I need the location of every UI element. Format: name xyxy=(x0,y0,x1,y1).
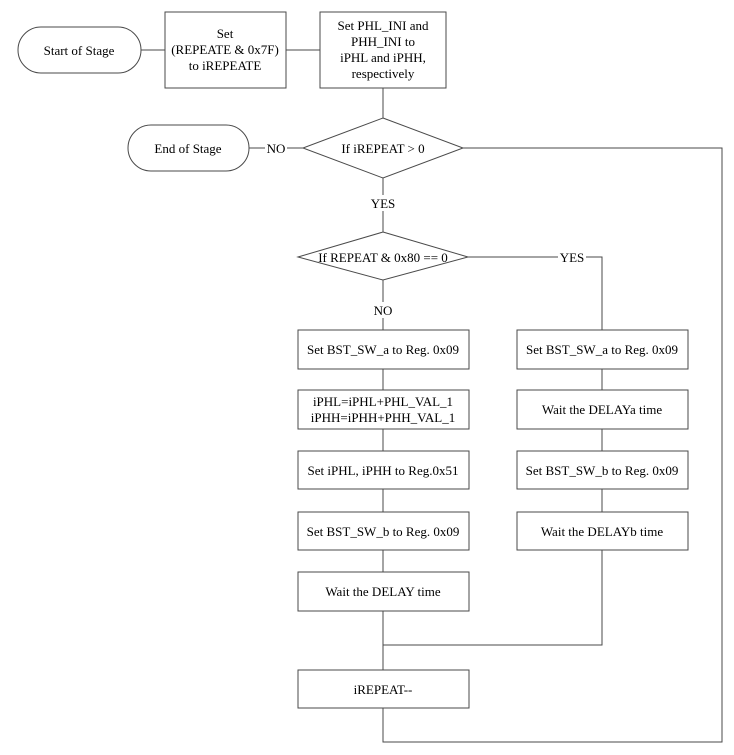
left-increment-line-1: iPHL=iPHL+PHL_VAL_1 xyxy=(313,394,453,409)
set-phl-phh-line-1: Set PHL_INI and xyxy=(338,18,429,33)
label-bg-no-left xyxy=(265,140,287,156)
label-bg-no-down xyxy=(372,302,394,318)
decrement-box xyxy=(297,669,470,709)
right-set-bst-a-box xyxy=(516,329,689,370)
set-irepeate-line-2: (REPEATE & 0x7F) xyxy=(171,42,279,57)
if-repeat-mask-decision xyxy=(296,231,470,281)
edge-label-yes-right: YES xyxy=(560,250,585,265)
set-phl-phh-line-3: iPHL and iPHH, xyxy=(340,50,426,65)
left-wait-label: Wait the DELAY time xyxy=(325,584,441,599)
edge-label-no-down: NO xyxy=(374,303,393,318)
label-bg-yes-down xyxy=(369,195,397,211)
right-set-bst-a-label: Set BST_SW_a to Reg. 0x09 xyxy=(526,342,678,357)
right-wait-a-box xyxy=(516,389,689,430)
edge-mask-yes-right xyxy=(468,256,603,330)
left-set-bst-b-box xyxy=(297,511,470,551)
right-wait-a-label: Wait the DELAYa time xyxy=(542,402,663,417)
edge-loop-back xyxy=(382,147,723,743)
start-label: Start of Stage xyxy=(44,43,115,58)
if-irepeat-decision xyxy=(301,117,465,179)
if-irepeat-label: If iREPEAT > 0 xyxy=(341,141,424,156)
set-phl-phh-line-4: respectively xyxy=(352,66,415,81)
edge-label-yes-down: YES xyxy=(371,196,396,211)
right-set-bst-b-label: Set BST_SW_b to Reg. 0x09 xyxy=(526,463,679,478)
right-wait-b-label: Wait the DELAYb time xyxy=(541,524,664,539)
left-increment-box xyxy=(297,389,470,430)
set-irepeate-line-3: to iREPEATE xyxy=(189,58,262,73)
label-bg-yes-right xyxy=(558,249,586,265)
left-wait-box xyxy=(297,571,470,612)
decrement-label: iREPEAT-- xyxy=(354,682,413,697)
connector-lines xyxy=(141,49,723,743)
if-repeat-mask-label: If REPEAT & 0x80 == 0 xyxy=(318,250,448,265)
left-increment-line-2: iPHH=iPHH+PHH_VAL_1 xyxy=(311,410,455,425)
left-set-bst-a-label: Set BST_SW_a to Reg. 0x09 xyxy=(307,342,459,357)
set-phl-phh-line-2: PHH_INI to xyxy=(351,34,415,49)
left-set-bst-b-label: Set BST_SW_b to Reg. 0x09 xyxy=(307,524,460,539)
edge-right-merge xyxy=(383,550,603,646)
end-terminal xyxy=(127,124,250,172)
left-set-iphl-box xyxy=(297,450,470,490)
set-irepeate-box xyxy=(164,11,287,89)
start-terminal xyxy=(17,26,142,74)
right-set-bst-b-box xyxy=(516,450,689,490)
edge-label-no-to-end: NO xyxy=(267,141,286,156)
left-set-iphl-label: Set iPHL, iPHH to Reg.0x51 xyxy=(308,463,459,478)
set-irepeate-line-1: Set xyxy=(217,26,234,41)
set-phl-phh-box xyxy=(319,11,447,89)
right-wait-b-box xyxy=(516,511,689,551)
end-label: End of Stage xyxy=(154,141,221,156)
left-set-bst-a-box xyxy=(297,329,470,370)
